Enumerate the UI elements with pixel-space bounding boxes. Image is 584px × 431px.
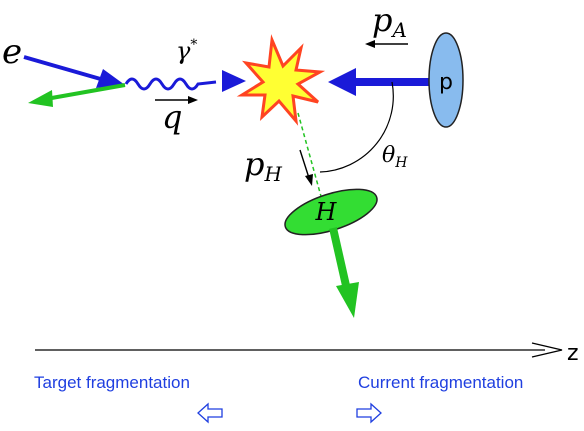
photon-momentum-label: q xyxy=(162,98,182,136)
photon-momentum-arrow xyxy=(155,96,198,104)
z-axis xyxy=(35,342,563,358)
hadron-direction-dashed-line xyxy=(297,112,323,201)
proton-momentum-label: pA xyxy=(372,1,407,42)
target-fragmentation-label: Target fragmentation xyxy=(34,373,190,392)
proton-momentum-arrow xyxy=(365,40,408,48)
theta-angle-arc xyxy=(319,81,394,173)
z-axis-label: z xyxy=(567,341,579,366)
incoming-electron-arrow xyxy=(23,55,125,88)
current-fragmentation-label: Current fragmentation xyxy=(358,373,523,392)
right-hollow-arrow xyxy=(356,402,382,424)
photon-label: γ* xyxy=(176,37,197,65)
proton-ellipse xyxy=(428,32,464,128)
proton-label: p xyxy=(439,70,453,95)
hadron-outgoing-arrow xyxy=(329,227,359,318)
electron-label: e xyxy=(2,32,22,72)
scattered-electron-arrow xyxy=(28,83,126,107)
virtual-photon-line xyxy=(124,70,246,92)
left-hollow-arrow xyxy=(197,402,223,424)
hadron-momentum-arrow xyxy=(299,149,313,186)
theta-angle-label: θH xyxy=(382,143,408,171)
proton-beam-arrow xyxy=(328,68,432,96)
hadron-momentum-label: pH xyxy=(244,145,282,186)
hadron-label: H xyxy=(315,198,338,226)
interaction-burst xyxy=(236,34,326,126)
